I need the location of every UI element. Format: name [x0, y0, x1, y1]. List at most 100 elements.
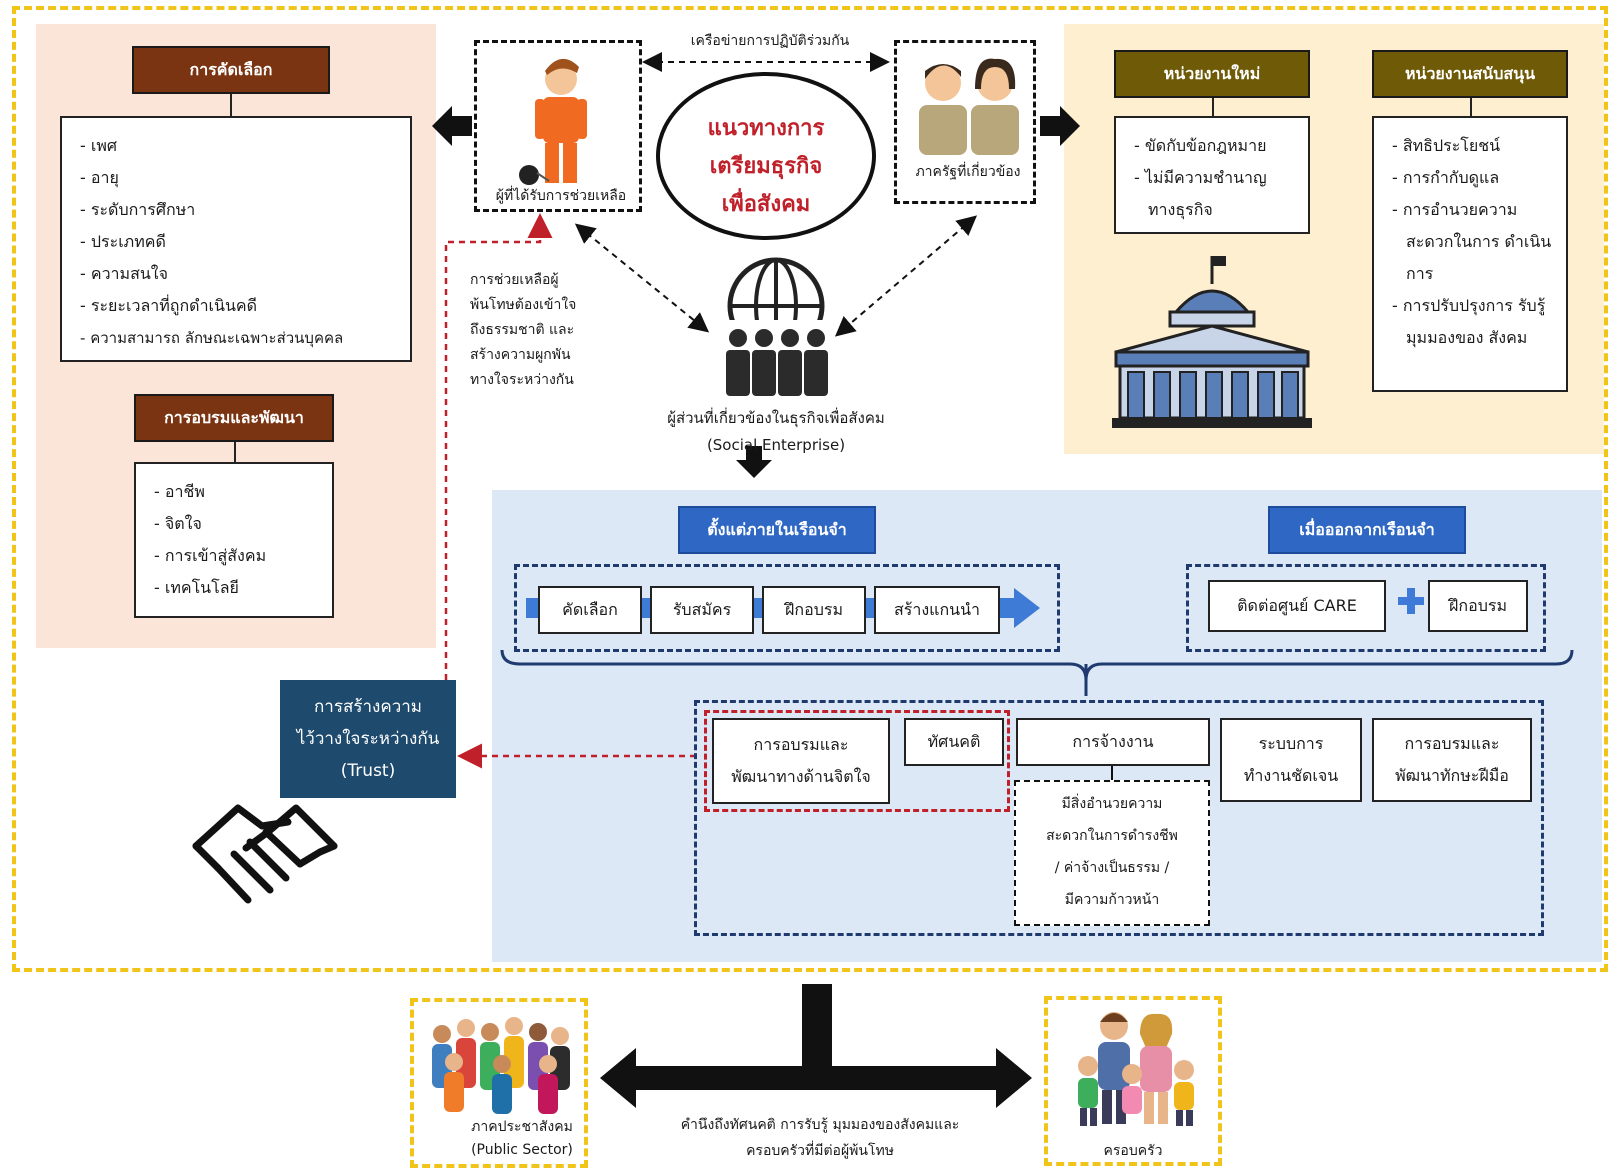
- step-train: ฝึกอบรม: [762, 586, 866, 634]
- assisted-person-box: ผู้ที่ได้รับการช่วยเหลือ: [474, 40, 642, 212]
- public-sector-box: ภาคประชาสังคม (Public Sector): [410, 998, 588, 1168]
- public-sector-line2: (Public Sector): [471, 1142, 573, 1158]
- stakeholders-label: ผู้ส่วนที่เกี่ยวข้องในธุรกิจเพื่อสังคม (…: [640, 406, 912, 454]
- government-box: ภาครัฐที่เกี่ยวข้อง: [894, 40, 1036, 204]
- in-prison-header: ตั้งแต่ภายในเรือนจำ: [678, 506, 876, 554]
- public-sector-line1: ภาคประชาสังคม: [471, 1119, 573, 1135]
- work-system-box: ระบบการ ทำงานชัดเจน: [1220, 718, 1362, 802]
- selection-item: ประเภทคดี: [80, 226, 396, 258]
- bottom-note-line1: คำนึงถึงทัศนคติ การรับรู้ มุมมองของสังคม…: [680, 1117, 960, 1133]
- trust-line3: (Trust): [340, 761, 396, 781]
- selection-item: ระยะเวลาที่ถูกดำเนินคดี: [80, 290, 396, 322]
- support-agency-item: การปรับปรุงการ รับรู้ มุมมองของ สังคม: [1392, 290, 1552, 354]
- selection-item: อายุ: [80, 162, 396, 194]
- bottom-note-line2: ครอบครัวที่มีต่อผู้พ้นโทษ: [746, 1143, 894, 1159]
- psych-training-line2: พัฒนาทางด้านจิตใจ: [731, 767, 871, 786]
- selection-list: เพศ อายุ ระดับการศึกษา ประเภทคดี ความสนใ…: [60, 116, 412, 362]
- help-note-line: สร้างความผูกพัน: [470, 347, 571, 363]
- new-agency-item: ไม่มีความชำนาญ ทางธุรกิจ: [1134, 162, 1294, 226]
- training-connector: [234, 442, 236, 464]
- crowd-icon: [432, 1017, 570, 1114]
- stakeholders-label-line1: ผู้ส่วนที่เกี่ยวข้องในธุรกิจเพื่อสังคม: [667, 409, 885, 427]
- trust-line2: ไว้วางใจระหว่างกัน: [296, 729, 440, 749]
- help-note: การช่วยเหลือผู้ พ้นโทษต้องเข้าใจ ถึงธรรม…: [470, 268, 600, 393]
- officials-icon: [919, 58, 1019, 155]
- help-note-line: ถึงธรรมชาติ และ: [470, 322, 575, 338]
- selection-item: ความสามารถ ลักษณะเฉพาะส่วนบุคคล: [80, 322, 396, 354]
- trust-box: การสร้างความ ไว้วางใจระหว่างกัน (Trust): [280, 680, 456, 798]
- training-header: การอบรมและพัฒนา: [134, 394, 334, 442]
- selection-header: การคัดเลือก: [132, 46, 330, 94]
- assisted-person-label: ผู้ที่ได้รับการช่วยเหลือ: [495, 188, 627, 204]
- bottom-stem: [802, 984, 832, 1068]
- trust-line1: การสร้างความ: [314, 697, 422, 717]
- selection-item: ความสนใจ: [80, 258, 396, 290]
- psych-attitude-highlight: [704, 710, 1010, 812]
- down-arrow: [736, 446, 772, 478]
- prisoner-icon: [519, 58, 587, 185]
- government-stakeholder-arrow: [834, 215, 978, 337]
- step-contact-care: ติดต่อศูนย์ CARE: [1208, 580, 1386, 632]
- psych-training-line1: การอบรมและ: [753, 735, 849, 754]
- support-agency-item: สิทธิประโยชน์: [1392, 130, 1552, 162]
- support-agency-list: สิทธิประโยชน์ การกำกับดูแล การอำนวยความ …: [1372, 116, 1568, 392]
- network-label: เครือข่ายการปฏิบัติร่วมกัน: [690, 33, 850, 49]
- after-prison-header: เมื่อออกจากเรือนจำ: [1268, 506, 1466, 554]
- training-item: การเข้าสู่สังคม: [154, 540, 318, 572]
- step-leader: สร้างแกนนำ: [874, 586, 1000, 634]
- attitude-box: ทัศนคติ: [904, 718, 1004, 766]
- trust-feedback-arrow: [444, 213, 553, 680]
- new-agency-connector: [1212, 98, 1214, 118]
- help-note-line: ทางใจระหว่างกัน: [470, 372, 574, 388]
- bottom-double-arrow: [600, 1048, 1032, 1108]
- training-item: เทคโนโลยี: [154, 572, 318, 604]
- employment-detail-line: มีสิ่งอำนวยความ: [1061, 796, 1163, 812]
- employment-detail-box: มีสิ่งอำนวยความ สะดวกในการดำรงชีพ / ค่าจ…: [1014, 780, 1210, 926]
- step-apply: รับสมัคร: [650, 586, 754, 634]
- social-enterprise-frame: [12, 6, 1608, 972]
- support-agency-connector: [1470, 98, 1472, 118]
- family-box: ครอบครัว: [1044, 996, 1222, 1166]
- support-agency-item: การอำนวยความ สะดวกในการ ดำเนินการ: [1392, 194, 1552, 290]
- selection-item: เพศ: [80, 130, 396, 162]
- psych-training-box: การอบรมและ พัฒนาทางด้านจิตใจ: [712, 718, 890, 804]
- skill-training-line2: พัฒนาทักษะฝีมือ: [1395, 766, 1509, 785]
- skill-training-box: การอบรมและ พัฒนาทักษะฝีมือ: [1372, 718, 1532, 802]
- new-agency-list: ขัดกับข้อกฎหมาย ไม่มีความชำนาญ ทางธุรกิจ: [1114, 116, 1310, 234]
- employment-detail-line: มีความก้าวหน้า: [1064, 892, 1160, 908]
- assisted-stakeholder-arrow: [574, 223, 710, 333]
- employment-detail-line: / ค่าจ้างเป็นธรรม /: [1054, 860, 1170, 876]
- support-agency-item: การกำกับดูแล: [1392, 162, 1552, 194]
- skill-training-line1: การอบรมและ: [1404, 734, 1500, 753]
- employment-box: การจ้างงาน: [1016, 718, 1210, 766]
- after-prison-steps-group: [1186, 564, 1546, 652]
- help-note-line: การช่วยเหลือผู้: [470, 272, 559, 288]
- employment-detail-line: สะดวกในการดำรงชีพ: [1046, 828, 1178, 844]
- support-agency-header: หน่วยงานสนับสนุน: [1372, 50, 1568, 98]
- new-agency-header: หน่วยงานใหม่: [1114, 50, 1310, 98]
- step-select: คัดเลือก: [538, 586, 642, 634]
- bottom-note: คำนึงถึงทัศนคติ การรับรู้ มุมมองของสังคม…: [630, 1112, 1010, 1164]
- training-list: อาชีพ จิตใจ การเข้าสู่สังคม เทคโนโลยี: [134, 462, 334, 618]
- work-system-line2: ทำงานชัดเจน: [1243, 766, 1339, 785]
- selection-connector: [230, 94, 232, 118]
- family-label: ครอบครัว: [1103, 1143, 1163, 1159]
- outcomes-group: [694, 700, 1544, 936]
- help-note-line: พ้นโทษต้องเข้าใจ: [470, 297, 577, 313]
- left-big-arrow: [432, 106, 472, 146]
- new-agency-item: ขัดกับข้อกฎหมาย: [1134, 130, 1294, 162]
- training-item: อาชีพ: [154, 476, 318, 508]
- government-label: ภาครัฐที่เกี่ยวข้อง: [915, 164, 1021, 180]
- selection-item: ระดับการศึกษา: [80, 194, 396, 226]
- step-after-train: ฝึกอบรม: [1428, 580, 1528, 632]
- training-item: จิตใจ: [154, 508, 318, 540]
- family-icon: [1078, 1012, 1194, 1126]
- stakeholders-label-line2: (Social Enterprise): [706, 436, 846, 454]
- in-prison-steps-group: [514, 564, 1060, 652]
- center-title-line2: เตรียมธุรกิจ: [709, 154, 823, 179]
- center-ellipse: แนวทางการ เตรียมธุรกิจ เพื่อสังคม: [656, 72, 876, 240]
- center-title-line1: แนวทางการ: [707, 116, 825, 141]
